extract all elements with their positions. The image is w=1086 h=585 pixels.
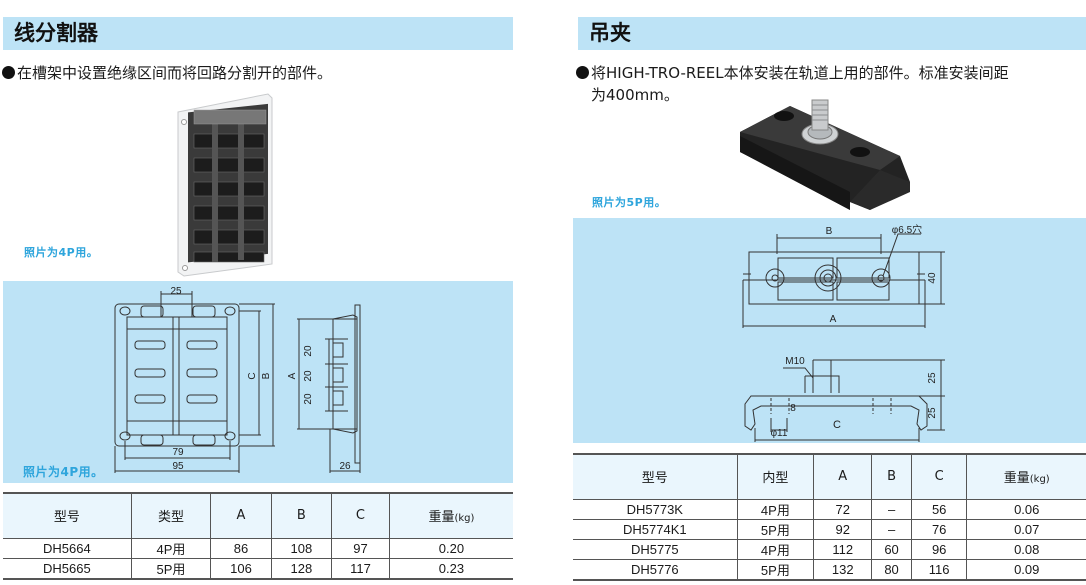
dim-bolt-height: 25 bbox=[927, 372, 938, 384]
header-model: 型号 bbox=[3, 492, 132, 539]
cell-type: 5P用 bbox=[737, 519, 815, 540]
cell-c: 117 bbox=[331, 558, 390, 580]
cell-b: 128 bbox=[271, 558, 333, 580]
dim-inner-width: 79 bbox=[172, 447, 184, 458]
divider-dimension-drawing: 25 C B 79 95 A 20 20 20 26 bbox=[114, 286, 361, 473]
hanger-clamp-spec-table: 型号 内型 A B C 重量(kg) DH5773K 4P用 72 – 56 0… bbox=[573, 453, 1086, 581]
dim-depth: 8 bbox=[790, 403, 796, 414]
dim-bolt: M10 bbox=[785, 356, 805, 367]
cell-weight: 0.06 bbox=[966, 499, 1086, 520]
cell-a: 92 bbox=[813, 519, 873, 540]
section-title-hanger-clamp: 吊夹 bbox=[578, 17, 1086, 50]
cell-model: DH5775 bbox=[573, 539, 738, 560]
cell-c: 56 bbox=[911, 499, 968, 520]
table-header-row: 型号 类型 A B C 重量(kg) bbox=[3, 492, 513, 539]
hanger-clamp-description: 将HIGH-TRO-REEL本体安装在轨道上用的部件。标准安装间距 为400mm… bbox=[576, 62, 1076, 106]
header-b: B bbox=[271, 492, 333, 539]
cell-weight: 0.20 bbox=[389, 538, 513, 559]
header-b: B bbox=[871, 453, 912, 500]
diagram-caption: 照片为4P用。 bbox=[23, 465, 104, 479]
cell-model: DH5776 bbox=[573, 559, 738, 581]
header-type: 类型 bbox=[131, 492, 212, 539]
header-type: 内型 bbox=[737, 453, 815, 500]
dim-a: A bbox=[287, 372, 298, 379]
cell-b: 80 bbox=[871, 559, 912, 581]
cell-b: – bbox=[871, 499, 912, 520]
cell-weight: 0.08 bbox=[966, 539, 1086, 560]
cell-type: 4P用 bbox=[737, 539, 815, 560]
dim-b: B bbox=[826, 226, 833, 237]
cell-model: DH5665 bbox=[3, 558, 132, 580]
dimension-labels: 25 C B 79 95 A 20 20 20 26 bbox=[170, 286, 351, 472]
photo-caption: 照片为4P用。 bbox=[24, 246, 99, 259]
cell-c: 116 bbox=[911, 559, 968, 581]
section-title-line-divider: 线分割器 bbox=[3, 17, 513, 50]
cell-c: 97 bbox=[331, 538, 390, 559]
cell-weight: 0.07 bbox=[966, 519, 1086, 540]
cell-a: 106 bbox=[210, 558, 272, 580]
header-c: C bbox=[911, 453, 968, 500]
header-weight: 重量(kg) bbox=[966, 453, 1086, 500]
cell-b: 108 bbox=[271, 538, 333, 559]
dim-hole: φ6.5穴 bbox=[892, 223, 922, 236]
cell-model: DH5774K1 bbox=[573, 519, 738, 540]
bullet-icon bbox=[576, 66, 589, 79]
description-line-2: 为400mm。 bbox=[591, 86, 679, 104]
cell-type: 4P用 bbox=[737, 499, 815, 520]
line-divider-diagram: 25 C B 79 95 A 20 20 20 26 照片为4P用。 bbox=[3, 281, 513, 483]
photo-caption: 照片为5P用。 bbox=[592, 196, 667, 209]
table-row: DH5776 5P用 132 80 116 0.09 bbox=[573, 559, 1086, 581]
header-a: A bbox=[210, 492, 272, 539]
dim-c: C bbox=[247, 372, 258, 379]
cell-b: – bbox=[871, 519, 912, 540]
cell-b: 60 bbox=[871, 539, 912, 560]
cell-weight: 0.09 bbox=[966, 559, 1086, 581]
dim-body-height: 25 bbox=[927, 407, 938, 419]
dim-pitch-2: 20 bbox=[303, 370, 314, 382]
hanger-clamp-diagram: B φ6.5穴 40 A M10 25 25 8 φ11 C bbox=[573, 218, 1086, 443]
dim-c: C bbox=[833, 419, 841, 431]
cell-model: DH5773K bbox=[573, 499, 738, 520]
clamp-dimension-drawing: B φ6.5穴 40 A M10 25 25 8 φ11 C bbox=[742, 223, 945, 442]
cell-c: 76 bbox=[911, 519, 968, 540]
hanger-clamp-photo bbox=[740, 99, 910, 210]
line-divider-photo bbox=[177, 93, 273, 277]
header-c: C bbox=[331, 492, 390, 539]
cell-weight: 0.23 bbox=[389, 558, 513, 580]
table-row: DH5774K1 5P用 92 – 76 0.07 bbox=[573, 519, 1086, 540]
table-row: DH5775 4P用 112 60 96 0.08 bbox=[573, 539, 1086, 560]
table-row: DH5664 4P用 86 108 97 0.20 bbox=[3, 538, 513, 559]
line-divider-description: 在槽架中设置绝缘区间而将回路分割开的部件。 bbox=[2, 62, 332, 84]
dim-b: B bbox=[261, 372, 272, 379]
table-row: DH5773K 4P用 72 – 56 0.06 bbox=[573, 499, 1086, 520]
dim-depth: 26 bbox=[339, 461, 351, 472]
cell-type: 4P用 bbox=[131, 538, 212, 559]
dim-pitch-1: 20 bbox=[303, 345, 314, 357]
table-row: DH5665 5P用 106 128 117 0.23 bbox=[3, 558, 513, 580]
dim-a: A bbox=[830, 314, 837, 325]
clamp-dimension-labels: B φ6.5穴 40 A M10 25 25 8 φ11 C bbox=[771, 223, 938, 439]
dim-pitch-3: 20 bbox=[303, 393, 314, 405]
cell-a: 132 bbox=[813, 559, 873, 581]
table-header-row: 型号 内型 A B C 重量(kg) bbox=[573, 453, 1086, 500]
dim-top-width: 25 bbox=[170, 286, 182, 297]
header-model: 型号 bbox=[573, 453, 738, 500]
cell-a: 72 bbox=[813, 499, 873, 520]
header-a: A bbox=[813, 453, 873, 500]
dim-bore: φ11 bbox=[771, 428, 788, 439]
header-weight: 重量(kg) bbox=[389, 492, 513, 539]
cell-model: DH5664 bbox=[3, 538, 132, 559]
cell-a: 86 bbox=[210, 538, 272, 559]
bullet-icon bbox=[2, 66, 15, 79]
cell-a: 112 bbox=[813, 539, 873, 560]
cell-type: 5P用 bbox=[737, 559, 815, 581]
dim-outer-width: 95 bbox=[172, 461, 184, 472]
cell-c: 96 bbox=[911, 539, 968, 560]
line-divider-spec-table: 型号 类型 A B C 重量(kg) DH5664 4P用 86 108 97 … bbox=[3, 492, 513, 580]
dim-height: 40 bbox=[927, 272, 938, 284]
cell-type: 5P用 bbox=[131, 558, 212, 580]
